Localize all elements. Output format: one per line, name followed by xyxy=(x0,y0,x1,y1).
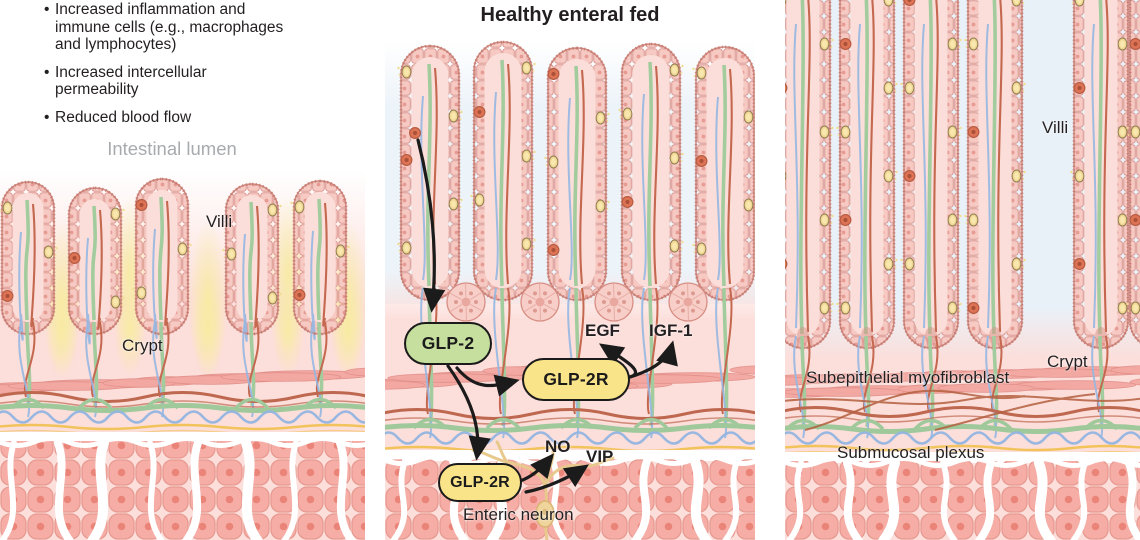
no-label: NO xyxy=(545,437,571,456)
subepithelial-myofibroblast-label: Subepithelial myofibroblast xyxy=(806,368,1010,387)
igf1-label: IGF-1 xyxy=(649,321,693,340)
vip-label: VIP xyxy=(586,447,614,466)
panel-unfed-mucosa: • Increased inflammation and immune cell… xyxy=(0,0,365,540)
bullet-text: Increased intercellular permeability xyxy=(55,63,207,99)
panel-healthy-enteral-fed: Healthy enteral fed xyxy=(385,0,755,540)
glp2r-myofibroblast-pill: GLP-2R xyxy=(522,358,630,401)
villi-label-right: Villi xyxy=(1042,118,1069,137)
bullet-inflammation: • Increased inflammation and immune cell… xyxy=(44,1,306,54)
crypt-label-left: Crypt xyxy=(122,336,163,355)
panel-treated-mucosa xyxy=(785,0,1140,540)
intestinal-lumen-label: Intestinal lumen xyxy=(107,138,237,159)
bullet-text: Increased inflammation and immune cells … xyxy=(55,1,284,53)
middle-panel-title: Healthy enteral fed xyxy=(480,4,660,26)
healthy-mucosa-illustration xyxy=(385,40,755,540)
egf-label: EGF xyxy=(585,321,620,340)
bullet-marker: • xyxy=(44,108,50,126)
bullet-text: Reduced blood flow xyxy=(55,108,192,126)
unfed-mucosa-illustration xyxy=(0,170,365,540)
glp2-pill: GLP-2 xyxy=(404,322,492,365)
bullet-marker: • xyxy=(44,1,50,18)
villi-label-left: Villi xyxy=(206,212,233,231)
pathology-bullet-list: • Increased inflammation and immune cell… xyxy=(44,1,306,136)
bullet-marker: • xyxy=(44,63,50,81)
crypt-label-right: Crypt xyxy=(1047,352,1088,371)
bullet-permeability: • Increased intercellular permeability xyxy=(44,64,306,99)
glp2r-enteric-neuron-pill: GLP-2R xyxy=(438,463,522,502)
submucosal-plexus-label: Submucosal plexus xyxy=(837,443,985,462)
enteric-neuron-label: Enteric neuron xyxy=(463,505,574,524)
bullet-blood-flow: • Reduced blood flow xyxy=(44,109,306,127)
treated-mucosa-illustration xyxy=(785,0,1140,540)
